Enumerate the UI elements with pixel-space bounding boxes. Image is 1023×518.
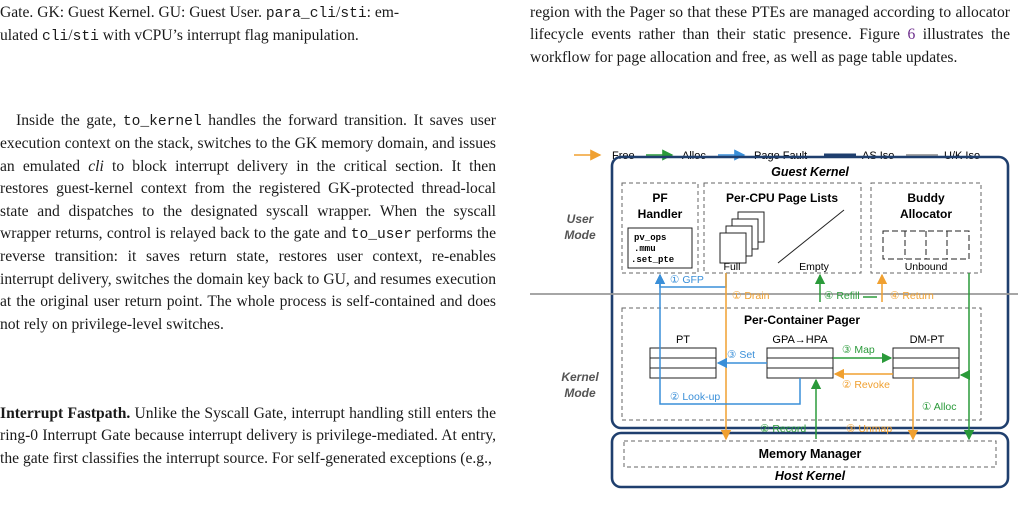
user-mode-label: User Mode <box>564 212 596 242</box>
pf-handler-box: PF Handler pv_ops .mmu .set_pte <box>621 182 699 274</box>
figure-6-diagram: Free Alloc Page Fault AS Iso U/K Iso Gue… <box>530 149 1018 489</box>
svg-text:PT: PT <box>676 334 690 346</box>
body-paragraph-interrupt: Interrupt Fastpath. Unlike the Syscall G… <box>0 405 496 467</box>
body-paragraph-figure-intro: region with the Pager so that these PTEs… <box>530 4 1010 66</box>
full-page-stack-icon <box>719 211 765 264</box>
svg-text:Mode: Mode <box>564 386 596 400</box>
code-to-kernel: to_kernel <box>122 114 202 130</box>
svg-text:① Alloc: ① Alloc <box>922 401 957 413</box>
svg-text:Handler: Handler <box>638 207 683 221</box>
memory-manager-box <box>623 440 997 468</box>
guest-kernel-label: Guest Kernel <box>771 165 849 179</box>
guest-kernel-box <box>610 155 1010 430</box>
per-container-pager-box: Per-Container Pager <box>621 307 982 421</box>
section-heading-interrupt-fastpath: Interrupt Fastpath. <box>0 405 131 422</box>
buddy-allocator-box: Buddy Allocator Unbound <box>870 182 982 274</box>
host-kernel-label: Host Kernel <box>775 469 846 483</box>
svg-text:DM-PT: DM-PT <box>910 334 945 346</box>
arrow-lookup <box>654 273 801 405</box>
svg-text:Buddy: Buddy <box>907 191 945 205</box>
svg-text:pv_ops: pv_ops <box>634 233 666 243</box>
svg-text:③ Unmap: ③ Unmap <box>846 423 892 435</box>
body-paragraph-gate: Inside the gate, to_kernel handles the f… <box>0 112 497 333</box>
svg-text:③ Map: ③ Map <box>842 344 875 356</box>
pv-ops-code-box <box>627 227 693 269</box>
svg-text:Allocator: Allocator <box>900 207 952 221</box>
svg-text:② Revoke: ② Revoke <box>842 379 890 391</box>
svg-text:Per-Container Pager: Per-Container Pager <box>744 313 860 327</box>
svg-text:User: User <box>567 212 595 226</box>
svg-text:④ Refill: ④ Refill <box>824 290 860 302</box>
svg-text:Kernel: Kernel <box>561 370 599 384</box>
svg-text:Unbound: Unbound <box>905 261 948 273</box>
svg-text:③ Set: ③ Set <box>727 349 755 361</box>
gpa-hpa-table: GPA→HPA <box>766 334 834 379</box>
svg-text:.set_pte: .set_pte <box>631 255 674 265</box>
svg-text:PF: PF <box>652 191 667 205</box>
svg-text:Empty: Empty <box>799 261 830 273</box>
code-to-user: to_user <box>350 227 413 244</box>
dm-pt-table: DM-PT <box>892 334 960 379</box>
svg-text:Full: Full <box>724 261 741 273</box>
caption-tail: Gate. GK: Guest Kernel. GU: Guest User. … <box>0 4 400 46</box>
kernel-mode-label: Kernel Mode <box>561 370 599 400</box>
pt-table: PT <box>649 334 717 379</box>
svg-text:① Drain: ① Drain <box>732 290 770 302</box>
svg-text:.mmu: .mmu <box>634 244 656 254</box>
per-cpu-page-lists-box: Per-CPU Page Lists Full Empty <box>703 182 862 274</box>
memory-manager-label: Memory Manager <box>759 447 862 461</box>
svg-text:Per-CPU Page Lists: Per-CPU Page Lists <box>726 191 838 205</box>
svg-text:② Look-up: ② Look-up <box>670 391 720 403</box>
svg-text:② Record: ② Record <box>760 423 806 435</box>
svg-text:Mode: Mode <box>564 228 596 242</box>
svg-text:① GFP: ① GFP <box>670 274 704 286</box>
svg-text:④ Return: ④ Return <box>890 290 934 302</box>
figure-ref-link[interactable]: 6 <box>907 26 916 44</box>
host-kernel-box <box>610 431 1010 489</box>
svg-text:GPA→HPA: GPA→HPA <box>772 334 828 346</box>
empty-list-diagonal <box>777 209 845 264</box>
